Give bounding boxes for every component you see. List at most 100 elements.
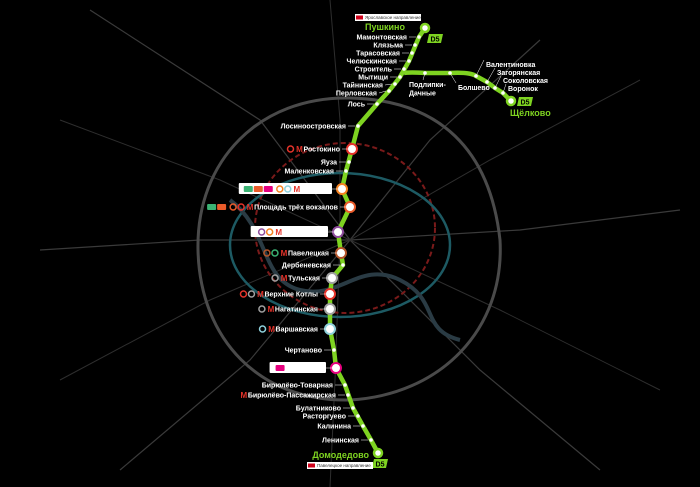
station-8[interactable]: Перловская	[336, 89, 391, 98]
east-station-4[interactable]: Загорянская	[485, 67, 540, 84]
metro-icon: M	[296, 145, 303, 154]
metro-icon: M	[293, 185, 300, 194]
d5-badge-label: D5	[521, 100, 530, 107]
station-dot	[344, 169, 348, 173]
transfer-line-icon	[265, 228, 274, 236]
station-5[interactable]: Строитель	[355, 67, 406, 74]
leader-line	[378, 90, 387, 94]
mkad-ring	[196, 96, 502, 402]
train-icon	[356, 15, 363, 20]
station-4[interactable]: Челюскинская	[347, 59, 411, 66]
station-label: Китай-Город	[283, 229, 327, 237]
direction-box	[307, 462, 373, 469]
mcd-badge-icon	[275, 365, 285, 371]
station-23[interactable]: Чертаново	[285, 348, 336, 355]
station-label: Тайнинская	[343, 82, 383, 90]
station-label: Варшавская	[276, 327, 318, 334]
direction-north[interactable]: Ярославское направление	[355, 14, 421, 21]
station-6[interactable]: Мытищи	[358, 75, 402, 82]
leader-line	[449, 72, 457, 84]
road	[59, 119, 661, 391]
transfer-line-icon	[247, 290, 256, 298]
mcd-badge-icon	[207, 204, 217, 210]
station-28[interactable]: Расторгуево	[303, 414, 360, 421]
metro-icon: M	[275, 228, 282, 237]
metro-icon: M	[268, 305, 275, 314]
transfer-line-icon	[284, 185, 292, 193]
direction-south[interactable]: Павелецкое направление	[307, 462, 373, 469]
d5-badge-icon	[372, 459, 388, 468]
station-dot	[393, 82, 397, 86]
station-dot	[407, 59, 411, 63]
transfer-line-icon	[239, 290, 248, 298]
station-label: Воронок	[508, 86, 538, 93]
d5-badge-label: D5	[376, 462, 385, 469]
metro-icon: M	[281, 274, 288, 283]
station-18[interactable]: Дербеневская	[282, 262, 345, 270]
station-label: Соколовская	[503, 78, 548, 85]
d5-badge-icon	[517, 97, 533, 106]
station-12[interactable]: Яуза	[321, 160, 351, 167]
station-label: Площадь трёх вокзалов	[254, 205, 339, 212]
station-dot	[413, 43, 417, 47]
station-label: Калинина	[317, 424, 351, 431]
station-9[interactable]: Лось	[348, 102, 379, 109]
station-10[interactable]: Лосиноостровская	[281, 124, 360, 131]
transfer-line-icon	[229, 203, 237, 211]
station-29[interactable]: Калинина	[317, 424, 365, 431]
metro-icon: M	[268, 325, 275, 334]
station-13[interactable]: Маленковская	[285, 169, 348, 176]
station-dot	[356, 414, 360, 418]
east-station-2[interactable]: Болшево	[448, 71, 490, 92]
station-27[interactable]: Булатниково	[296, 406, 355, 413]
station-label: Расторгуево	[303, 414, 346, 421]
transfer-line-icon	[257, 228, 266, 236]
mcd-badge-icon	[217, 204, 227, 210]
station-24[interactable]: Котляково	[269, 362, 342, 374]
transfer-line-icon	[237, 203, 245, 211]
station-dot	[343, 383, 347, 387]
station-label: Болшево	[458, 85, 490, 92]
station-7[interactable]: Тайнинская	[343, 82, 397, 90]
east-station-1[interactable]: Подлипки-Дачные	[409, 71, 446, 98]
station-label: Бирюлёво-Пассажирская	[248, 393, 336, 400]
east-station-5[interactable]: Соколовская	[493, 75, 548, 90]
station-dot	[347, 160, 351, 164]
train-icon	[308, 463, 315, 468]
station-dot	[361, 424, 365, 428]
terminal-dot	[505, 95, 517, 107]
east-station-3[interactable]: Валентиновка	[474, 59, 535, 78]
station-label: Мамонтовская	[356, 35, 407, 42]
station-2[interactable]: Клязьма	[373, 43, 417, 50]
station-label: Маленковская	[285, 169, 334, 176]
station-label: Павелецкая	[288, 251, 329, 258]
station-25[interactable]: Бирюлёво-Товарная	[262, 383, 347, 390]
terminal-label: Пушкино	[365, 22, 405, 32]
station-label: Подлипки-	[409, 82, 446, 89]
leader-line	[384, 83, 393, 86]
station-30[interactable]: Ленинская	[322, 438, 373, 445]
station-1[interactable]: Мамонтовская	[356, 35, 421, 42]
bkl-ring	[228, 171, 452, 319]
station-3[interactable]: Тарасовская	[356, 51, 414, 58]
station-label: Бирюлёво-Товарная	[262, 383, 333, 390]
terminal-dot	[419, 22, 431, 34]
transfer-line-icon	[286, 145, 295, 153]
east-station-6[interactable]: Воронок	[501, 83, 538, 95]
station-label: Дербеневская	[282, 262, 331, 270]
